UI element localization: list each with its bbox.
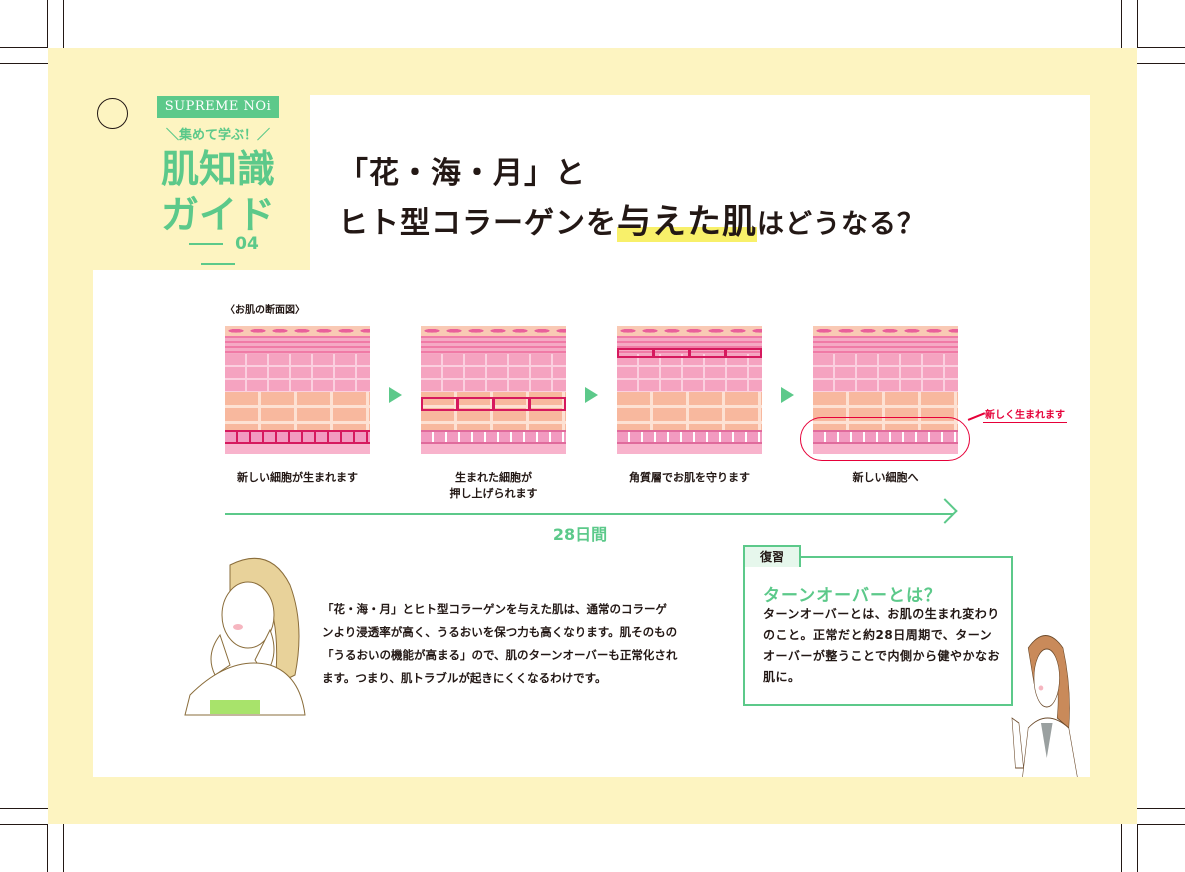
series-title: 肌知識ガイド: [160, 147, 275, 237]
arrow-icon: [781, 387, 794, 403]
timeline-arrow: [225, 513, 953, 515]
brand-label: SUPREME NOi: [157, 96, 279, 118]
skin-diagram-2: [421, 326, 566, 454]
title-card: [310, 95, 1090, 275]
registration-circle: [97, 98, 128, 129]
diagram-label: 〈お肌の断面図〉: [225, 305, 305, 316]
callout-label: 新しく生まれます: [983, 406, 1067, 423]
review-heading: ターンオーバーとは？: [763, 586, 942, 606]
skin-diagram-1: [225, 326, 370, 454]
review-box: [743, 556, 1013, 706]
step-caption-1: 新しい細胞が生まれます: [237, 471, 358, 484]
step-caption-3: 角質層でお肌を守ります: [629, 471, 750, 484]
series-subtitle: ＼集めて学ぶ！／: [165, 128, 270, 143]
step-caption-4: 新しい細胞へ: [852, 471, 919, 484]
arrow-icon: [389, 387, 402, 403]
new-cells-highlight: [800, 417, 970, 461]
doctor-illustration: [1011, 635, 1078, 777]
woman-illustration: [184, 557, 306, 716]
arrow-icon: [585, 387, 598, 403]
issue-number: 04: [150, 234, 286, 274]
body-text: 「花・海・月」とヒト型コラーゲンを与えた肌は、通常のコラーゲンより浸透率が高く、…: [322, 602, 678, 685]
review-text: ターンオーバーとは、お肌の生まれ変わりのこと。正常だと約28日周期で、ターンオー…: [763, 607, 1001, 684]
skin-diagram-4: [813, 326, 958, 454]
review-tab: 復習: [743, 545, 801, 567]
headline: 「花・海・月」と ヒト型コラーゲンを与えた肌はどうなる？: [338, 156, 925, 242]
step-caption-2: 生まれた細胞が 押し上げられます: [449, 471, 538, 500]
skin-diagram-3: [617, 326, 762, 454]
period-label: 28日間: [552, 525, 608, 544]
